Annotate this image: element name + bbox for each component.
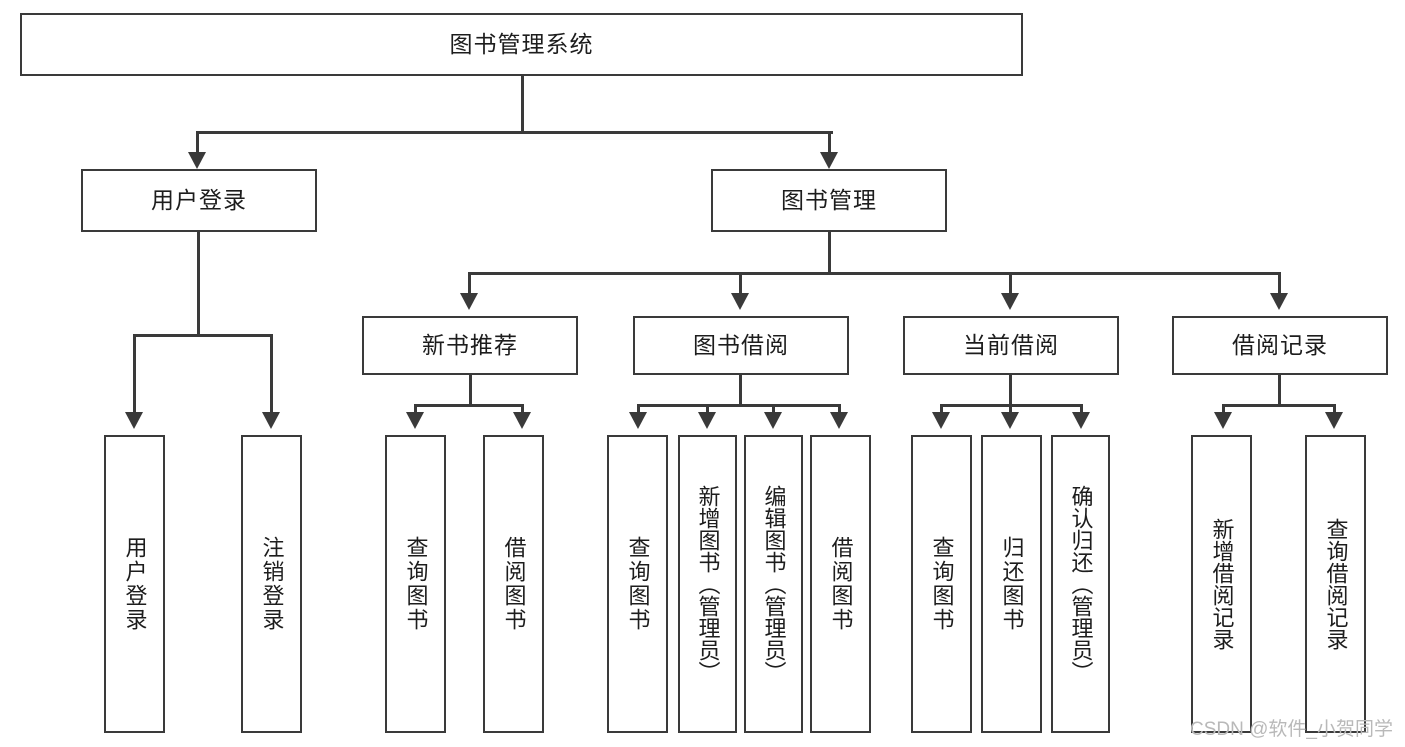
edge-book-borrow-bus xyxy=(637,404,841,407)
node-label: 新增借阅记录 xyxy=(1209,518,1235,650)
edge-book-mgmt-drop-1 xyxy=(468,272,471,298)
arrowhead-new-book-recommend xyxy=(460,293,478,310)
arrowhead-leaf-borrow-book-2 xyxy=(830,412,848,429)
leaf-borrow-book[interactable]: 借阅图书 xyxy=(810,435,871,733)
node-label: 查询图书 xyxy=(403,536,429,632)
node-label: 编辑图书（管理员） xyxy=(761,485,787,683)
edge-book-borrow-drop-3 xyxy=(772,404,775,416)
arrowhead-leaf-query-book-2 xyxy=(629,412,647,429)
node-book-borrow[interactable]: 图书借阅 xyxy=(633,316,849,375)
edge-book-mgmt-bus xyxy=(468,272,1281,275)
edge-book-mgmt-drop-4 xyxy=(1278,272,1281,298)
node-label: 借阅图书 xyxy=(501,536,527,632)
node-label: 归还图书 xyxy=(999,536,1025,632)
edge-current-borrow-drop-2 xyxy=(1009,404,1012,416)
edge-book-borrow-stem xyxy=(739,375,742,406)
node-label: 查询图书 xyxy=(929,536,955,632)
leaf-edit-book[interactable]: 编辑图书（管理员） xyxy=(744,435,803,733)
arrowhead-book-mgmt xyxy=(820,152,838,169)
node-label: 图书管理 xyxy=(781,186,877,213)
leaf-confirm-return[interactable]: 确认归还（管理员） xyxy=(1051,435,1110,733)
arrowhead-leaf-user-login xyxy=(125,412,143,429)
leaf-add-book[interactable]: 新增图书（管理员） xyxy=(678,435,737,733)
edge-borrow-record-bus xyxy=(1222,404,1336,407)
edge-new-book-bus xyxy=(414,404,524,407)
arrowhead-current-borrow xyxy=(1001,293,1019,310)
node-label: 查询借阅记录 xyxy=(1323,518,1349,650)
arrowhead-leaf-add-record xyxy=(1214,412,1232,429)
arrowhead-borrow-record xyxy=(1270,293,1288,310)
node-label: 确认归还（管理员） xyxy=(1068,485,1094,683)
arrowhead-user-login xyxy=(188,152,206,169)
leaf-query-book-borrow[interactable]: 查询图书 xyxy=(607,435,668,733)
edge-new-book-stem xyxy=(469,375,472,406)
edge-new-book-drop-1 xyxy=(414,404,417,416)
edge-book-mgmt-drop-3 xyxy=(1009,272,1012,298)
edge-borrow-record-drop-2 xyxy=(1333,404,1336,416)
arrowhead-leaf-query-record xyxy=(1325,412,1343,429)
arrowhead-leaf-return-book xyxy=(1001,412,1019,429)
arrowhead-leaf-edit-book xyxy=(764,412,782,429)
node-label: 注销登录 xyxy=(259,536,285,632)
edge-root-to-user-login xyxy=(196,131,199,157)
node-root-system[interactable]: 图书管理系统 xyxy=(20,13,1023,76)
edge-borrow-record-stem xyxy=(1278,375,1281,406)
node-label: 当前借阅 xyxy=(963,331,1059,358)
edge-book-mgmt-drop-2 xyxy=(739,272,742,298)
node-borrow-record[interactable]: 借阅记录 xyxy=(1172,316,1388,375)
edge-book-borrow-drop-4 xyxy=(838,404,841,416)
edge-current-borrow-drop-1 xyxy=(940,404,943,416)
edge-user-login-bus xyxy=(133,334,273,337)
edge-book-mgmt-stem xyxy=(828,232,831,274)
node-label: 借阅图书 xyxy=(828,536,854,632)
leaf-borrow-book-recommend[interactable]: 借阅图书 xyxy=(483,435,544,733)
node-label: 新增图书（管理员） xyxy=(695,485,721,683)
leaf-add-borrow-record[interactable]: 新增借阅记录 xyxy=(1191,435,1252,733)
leaf-query-book-recommend[interactable]: 查询图书 xyxy=(385,435,446,733)
arrowhead-leaf-logout xyxy=(262,412,280,429)
arrowhead-leaf-confirm-return xyxy=(1072,412,1090,429)
leaf-query-borrow-record[interactable]: 查询借阅记录 xyxy=(1305,435,1366,733)
node-label: 用户登录 xyxy=(122,536,148,632)
edge-root-bus xyxy=(196,131,833,134)
edge-user-login-drop-1 xyxy=(133,334,136,416)
edge-book-borrow-drop-2 xyxy=(706,404,709,416)
csdn-watermark: CSDN @软件_小贺同学 xyxy=(1190,719,1393,740)
node-book-management[interactable]: 图书管理 xyxy=(711,169,947,232)
edge-book-borrow-drop-1 xyxy=(637,404,640,416)
edge-current-borrow-stem xyxy=(1009,375,1012,406)
node-label: 借阅记录 xyxy=(1232,331,1328,358)
edge-new-book-drop-2 xyxy=(521,404,524,416)
edge-root-stem xyxy=(521,76,524,133)
edge-root-to-book-mgmt xyxy=(828,131,831,157)
node-new-book-recommend[interactable]: 新书推荐 xyxy=(362,316,578,375)
node-current-borrow[interactable]: 当前借阅 xyxy=(903,316,1119,375)
edge-user-login-stem xyxy=(197,232,200,336)
leaf-return-book[interactable]: 归还图书 xyxy=(981,435,1042,733)
arrowhead-leaf-borrow-book-1 xyxy=(513,412,531,429)
node-user-login[interactable]: 用户登录 xyxy=(81,169,317,232)
edge-current-borrow-drop-3 xyxy=(1080,404,1083,416)
leaf-user-login[interactable]: 用户登录 xyxy=(104,435,165,733)
node-label: 新书推荐 xyxy=(422,331,518,358)
edge-borrow-record-drop-1 xyxy=(1222,404,1225,416)
arrowhead-leaf-add-book xyxy=(698,412,716,429)
arrowhead-leaf-query-book-1 xyxy=(406,412,424,429)
node-label: 用户登录 xyxy=(151,186,247,213)
leaf-logout[interactable]: 注销登录 xyxy=(241,435,302,733)
leaf-query-book-current[interactable]: 查询图书 xyxy=(911,435,972,733)
node-label: 查询图书 xyxy=(625,536,651,632)
arrowhead-leaf-query-book-3 xyxy=(932,412,950,429)
edge-user-login-drop-2 xyxy=(270,334,273,416)
node-label: 图书借阅 xyxy=(693,331,789,358)
node-label: 图书管理系统 xyxy=(449,30,594,57)
arrowhead-book-borrow xyxy=(731,293,749,310)
